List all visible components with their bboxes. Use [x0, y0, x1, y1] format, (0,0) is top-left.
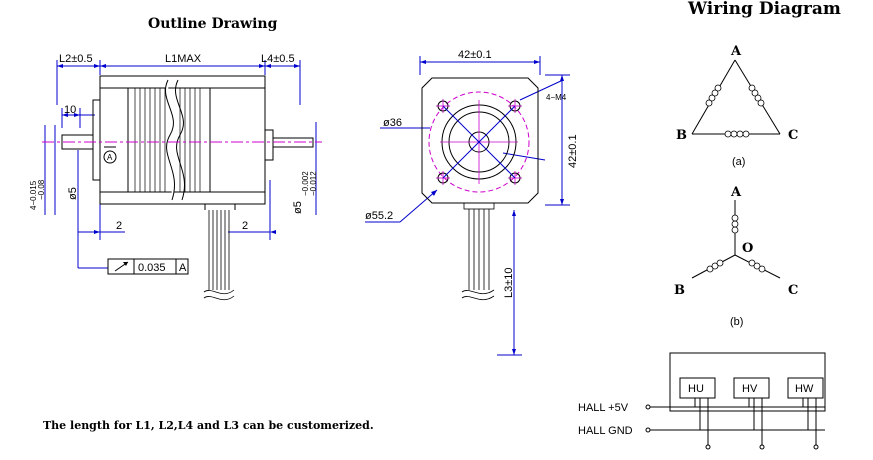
- star-o: O: [742, 241, 753, 256]
- bolt-circle: [428, 91, 530, 193]
- break-line-left: [165, 79, 175, 201]
- outline-title: Outline Drawing: [148, 16, 278, 32]
- hall-hu: HU: [688, 383, 704, 395]
- hall-plus5v: HALL +5V: [578, 402, 629, 414]
- dim-two-right: 2: [242, 220, 248, 232]
- dim-phi36: ø36: [383, 117, 402, 129]
- lamination-stripes: [134, 88, 201, 192]
- hall-gnd: HALL GND: [578, 425, 633, 437]
- datum-label: A: [107, 153, 113, 162]
- hall-hv: HV: [742, 383, 758, 395]
- lead-wires-front: [461, 202, 495, 301]
- dim-l3: L3±10: [503, 267, 515, 298]
- hall-circuit: HU HV HW HALL +5V HALL GND: [578, 352, 826, 450]
- datum-circle: [103, 150, 117, 164]
- delta-caption: (a): [732, 156, 745, 168]
- delta-b: B: [676, 128, 687, 143]
- hall-boxes: [679, 377, 824, 399]
- front-view: 42±0.1 42±0.1 4−M4 ø36 ø55.2 L3±10: [365, 49, 579, 356]
- dim-phi5: ø5: [67, 187, 79, 200]
- delta-wiring: A B C (a): [676, 44, 798, 168]
- dim-l1: L1MAX: [165, 53, 202, 65]
- dim-width: 42±0.1: [458, 49, 492, 61]
- star-coils: [706, 214, 766, 273]
- break-line-right: [175, 79, 185, 201]
- star-b: B: [674, 283, 685, 298]
- star-c: C: [788, 283, 798, 298]
- dim-ten: 10: [64, 104, 76, 116]
- dim-l2: L2±0.5: [59, 53, 93, 65]
- front-dimension-lines: [365, 56, 570, 356]
- dim-tol-left-bot: −0.08: [37, 179, 46, 200]
- dim-phi5-right: ø5: [292, 201, 304, 214]
- runout-ref: A: [179, 262, 187, 274]
- star-a: A: [730, 185, 742, 200]
- front-arrowheads: [420, 60, 564, 355]
- dim-height: 42±0.1: [567, 134, 579, 168]
- lead-wires-side: [203, 210, 235, 301]
- hall-wires: [645, 398, 825, 450]
- flange-outline: [421, 77, 539, 204]
- dimension-arrowheads: [57, 64, 300, 234]
- side-view: L2±0.5 L1MAX L4±0.5 10 2 2 ø5 4−0.015 −0…: [29, 53, 322, 301]
- delta-a: A: [730, 44, 742, 59]
- dim-holes: 4−M4: [546, 93, 567, 102]
- delta-coils: [705, 84, 765, 138]
- runout-value: 0.035: [138, 262, 166, 274]
- dim-tol-left-top: 4−0.015: [29, 180, 38, 210]
- diag-line-2: [442, 105, 516, 179]
- dim-two-left: 2: [116, 220, 122, 232]
- runout-frame: 0.035 A: [107, 258, 189, 275]
- wiring-title: Wiring Diagram: [687, 0, 841, 19]
- motor-body: [92, 75, 274, 210]
- dim-tol-right-top: −0.002: [301, 171, 310, 196]
- hall-frame: [669, 352, 826, 412]
- star-caption: (b): [730, 316, 743, 328]
- star-wiring: A O B C (b): [674, 185, 798, 328]
- dim-l4: L4±0.5: [261, 53, 295, 65]
- dim-tol-right-bot: −0.012: [309, 171, 318, 196]
- customization-note: The length for L1, L2,L4 and L3 can be c…: [43, 419, 374, 432]
- hall-hw: HW: [795, 383, 814, 395]
- delta-c: C: [788, 128, 798, 143]
- dim-phi552: ø55.2: [365, 210, 393, 222]
